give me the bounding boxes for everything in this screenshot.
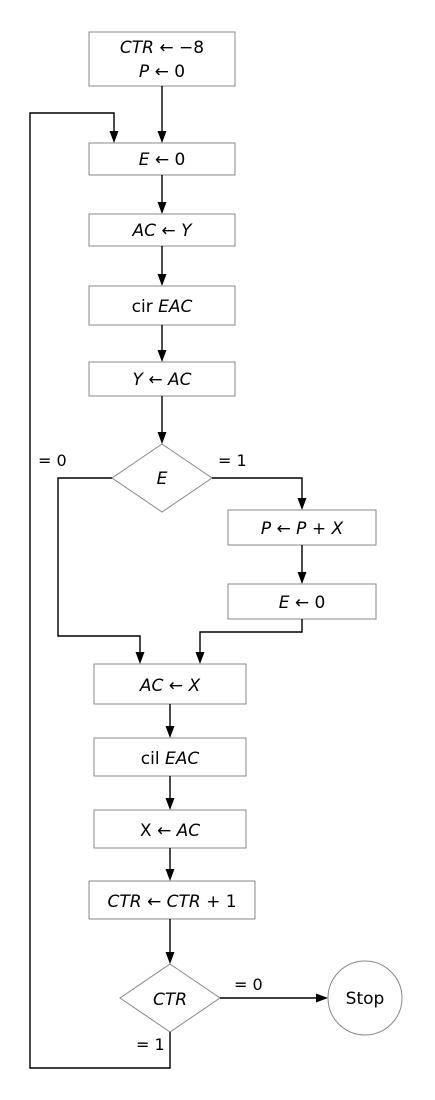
edge-yac-to-decision-e [157, 396, 167, 444]
decision-ctr-zero-label: = 0 [234, 975, 263, 994]
add-plus: + [312, 519, 326, 539]
add-operand-b: X [331, 519, 344, 539]
edge-ctrinc-to-decision-ctr [165, 919, 175, 964]
edge-eclear-to-acy [157, 175, 167, 214]
svg-text:X ← AC: X ← AC [140, 821, 200, 841]
ac-from-y-dest: AC [132, 221, 157, 241]
e-clear2-box: E ← 0 [227, 583, 377, 620]
add-operand-a: P [296, 519, 307, 539]
ac-from-y-src: Y [181, 221, 193, 241]
svg-text:P ← P +: P ← P + X [261, 519, 344, 539]
svg-text:E ← 0: E ← 0 [279, 593, 326, 613]
x-from-ac-dest: X [140, 821, 152, 841]
decision-ctr-label: CTR [153, 990, 187, 1010]
x-from-ac-box: X ← AC [93, 809, 247, 849]
ctr-inc-dest: CTR [107, 892, 141, 912]
cir-reg: EAC [158, 297, 192, 317]
add-box: P ← P + X [227, 509, 377, 546]
decision-e-label: E [157, 469, 168, 489]
ac-from-y-box: AC ← Y [88, 213, 236, 247]
decision-ctr-diamond: CTR [119, 963, 221, 1033]
decision-e-zero-label: = 0 [38, 451, 67, 470]
edge-cir-to-yac [157, 325, 167, 362]
edge-init-to-eclear [157, 86, 167, 143]
decision-e-one-label: = 1 [218, 451, 247, 470]
cil-eac-box: cil EAC [93, 737, 247, 777]
ac-from-x-src: X [187, 676, 200, 696]
ac-from-x-box: AC ← X [93, 663, 247, 705]
add-arrow: ← [277, 519, 291, 539]
ac-from-y-arrow: ← [161, 221, 175, 241]
ctr-inc-plus-one: + 1 [206, 892, 236, 912]
y-from-ac-src: AC [167, 370, 192, 390]
ctr-inc-arrow: ← [147, 892, 161, 912]
edge-decision-e-zero [57, 477, 145, 664]
e-clear-value: ← 0 [155, 150, 185, 170]
cir-eac-box: cir EAC [88, 285, 236, 326]
add-dest: P [261, 519, 272, 539]
svg-text:CTR ← −8: CTR ← −8 [120, 38, 204, 58]
svg-text:Y ← AC: Y ← AC [133, 370, 192, 390]
cil-reg: EAC [165, 749, 199, 769]
edge-xac-to-ctrinc [165, 848, 175, 881]
svg-text:AC ← X: AC ← X [139, 676, 201, 696]
edge-cil-to-xac [165, 776, 175, 810]
init-ctr-var: CTR [120, 38, 154, 58]
y-from-ac-dest: Y [133, 370, 145, 390]
ctr-inc-src: CTR [167, 892, 201, 912]
y-from-ac-arrow: ← [148, 370, 162, 390]
init-p-var: P [139, 62, 150, 82]
init-box: CTR ← −8 P ← 0 [88, 31, 236, 87]
init-ctr-value: ← −8 [159, 38, 204, 58]
edge-decision-e-one [212, 477, 307, 510]
e-clear-box: E ← 0 [88, 142, 236, 176]
edge-acy-to-cir [157, 246, 167, 286]
edge-decision-ctr-loop [29, 112, 171, 1069]
svg-text:cir EAC: cir EAC [132, 297, 193, 317]
cir-op: cir [132, 297, 153, 317]
svg-text:E ← 0: E ← 0 [139, 150, 186, 170]
e-clear2-value: ← 0 [295, 593, 325, 613]
svg-text:cil EAC: cil EAC [141, 749, 200, 769]
ctr-inc-box: CTR ← CTR + 1 [88, 880, 256, 920]
edge-add-to-eclear2 [297, 545, 307, 584]
e-clear-var: E [139, 150, 150, 170]
init-p-value: ← 0 [155, 62, 185, 82]
edge-acx-to-cil [165, 704, 175, 738]
stop-label: Stop [346, 989, 385, 1009]
stop-terminal: Stop [327, 960, 403, 1036]
x-from-ac-src: AC [176, 821, 201, 841]
y-from-ac-box: Y ← AC [88, 361, 236, 397]
decision-ctr-one-label: = 1 [136, 1035, 165, 1054]
ac-from-x-arrow: ← [169, 676, 183, 696]
ac-from-x-dest: AC [139, 676, 164, 696]
svg-text:CTR ← CTR +: CTR ← CTR + 1 [107, 892, 236, 912]
cil-op: cil [141, 749, 160, 769]
svg-text:P ← 0: P ← 0 [139, 62, 185, 82]
decision-e-diamond: E [111, 443, 213, 513]
svg-text:AC ← Y: AC ← Y [132, 221, 194, 241]
edge-eclear2-to-acx [195, 619, 303, 664]
x-from-ac-arrow: ← [157, 821, 171, 841]
edge-decision-ctr-zero [220, 993, 328, 1003]
e-clear2-var: E [279, 593, 290, 613]
